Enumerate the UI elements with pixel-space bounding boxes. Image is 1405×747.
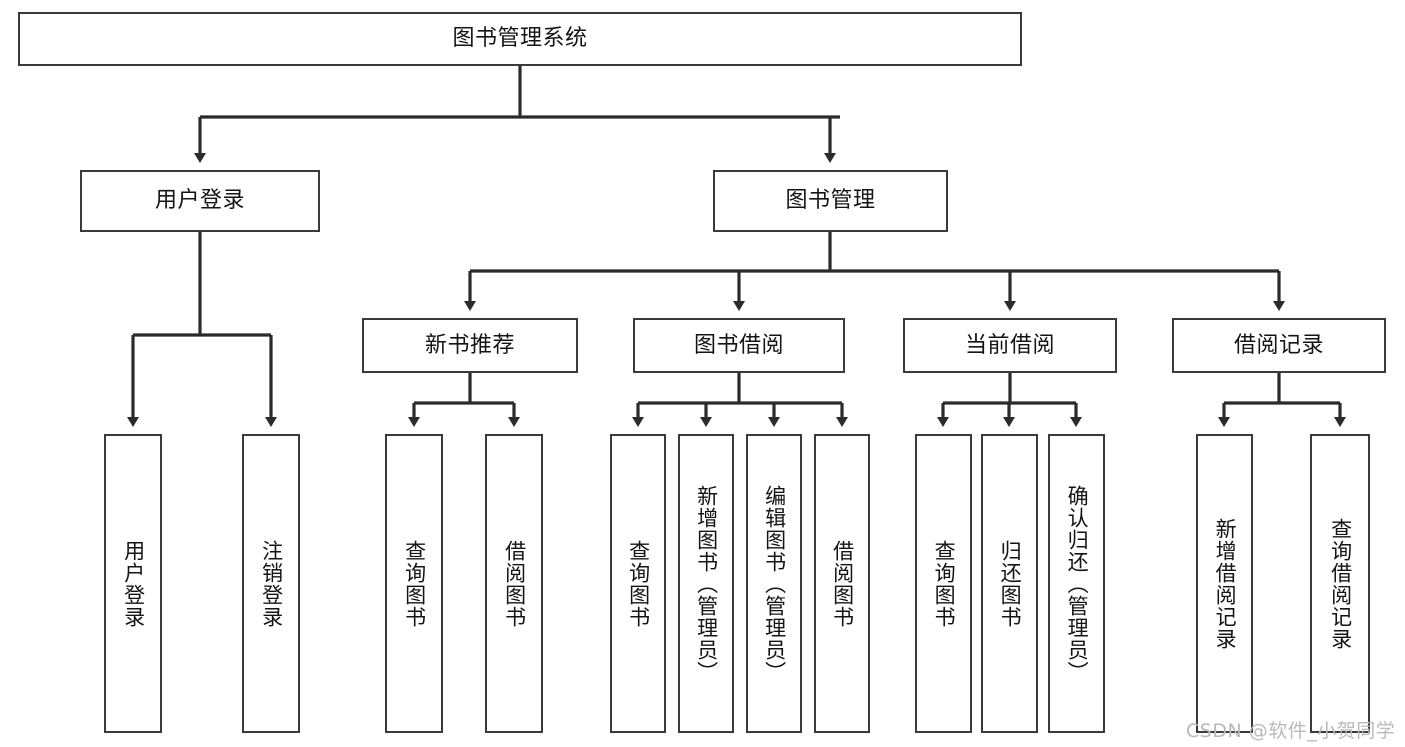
node-root-system[interactable]: 图书管理系统: [18, 12, 1022, 66]
node-root-label: 图书管理系统: [452, 26, 588, 52]
node-new-book-recommend-label: 新书推荐: [424, 332, 515, 358]
leaf-node[interactable]: 确认归还（管理员）: [1048, 434, 1105, 733]
node-user-login[interactable]: 用户登录: [80, 170, 320, 232]
leaf-node[interactable]: 用户登录: [104, 434, 162, 733]
leaf-node[interactable]: 归还图书: [981, 434, 1038, 733]
leaf-node[interactable]: 查询图书: [385, 434, 443, 733]
leaf-node-label: 查询借阅记录: [1328, 517, 1353, 650]
leaf-node-label: 查询图书: [402, 539, 427, 628]
leaf-node-label: 确认归还（管理员）: [1065, 484, 1090, 683]
leaf-node-label: 新增借阅记录: [1213, 517, 1238, 650]
node-current-borrow[interactable]: 当前借阅: [903, 318, 1117, 373]
leaf-node-label: 归还图书: [998, 539, 1023, 628]
leaf-node-label: 注销登录: [259, 539, 284, 628]
leaf-node-label: 新增图书（管理员）: [694, 484, 719, 683]
leaf-node-label: 用户登录: [121, 539, 146, 628]
leaf-node[interactable]: 注销登录: [242, 434, 300, 733]
leaf-node[interactable]: 借阅图书: [485, 434, 543, 733]
leaf-node[interactable]: 查询图书: [915, 434, 972, 733]
node-book-borrow[interactable]: 图书借阅: [633, 318, 845, 373]
node-current-borrow-label: 当前借阅: [964, 332, 1055, 358]
node-book-management[interactable]: 图书管理: [713, 170, 948, 232]
leaf-node[interactable]: 查询图书: [610, 434, 666, 733]
leaf-node-label: 借阅图书: [830, 539, 855, 628]
leaf-node-label: 借阅图书: [502, 539, 527, 628]
node-borrow-record-label: 借阅记录: [1233, 332, 1324, 358]
node-book-borrow-label: 图书借阅: [693, 332, 784, 358]
leaf-node-label: 编辑图书（管理员）: [762, 484, 787, 683]
node-user-login-label: 用户登录: [154, 188, 245, 214]
leaf-node-label: 查询图书: [932, 539, 957, 628]
leaf-node[interactable]: 新增借阅记录: [1196, 434, 1253, 733]
leaf-node[interactable]: 查询借阅记录: [1310, 434, 1370, 733]
leaf-node[interactable]: 编辑图书（管理员）: [746, 434, 802, 733]
node-book-management-label: 图书管理: [785, 188, 876, 214]
leaf-node[interactable]: 借阅图书: [814, 434, 870, 733]
node-new-book-recommend[interactable]: 新书推荐: [362, 318, 578, 373]
node-borrow-record[interactable]: 借阅记录: [1172, 318, 1386, 373]
csdn-watermark: CSDN @软件_小贺同学: [1186, 720, 1396, 742]
leaf-node[interactable]: 新增图书（管理员）: [678, 434, 734, 733]
leaf-node-label: 查询图书: [626, 539, 651, 628]
